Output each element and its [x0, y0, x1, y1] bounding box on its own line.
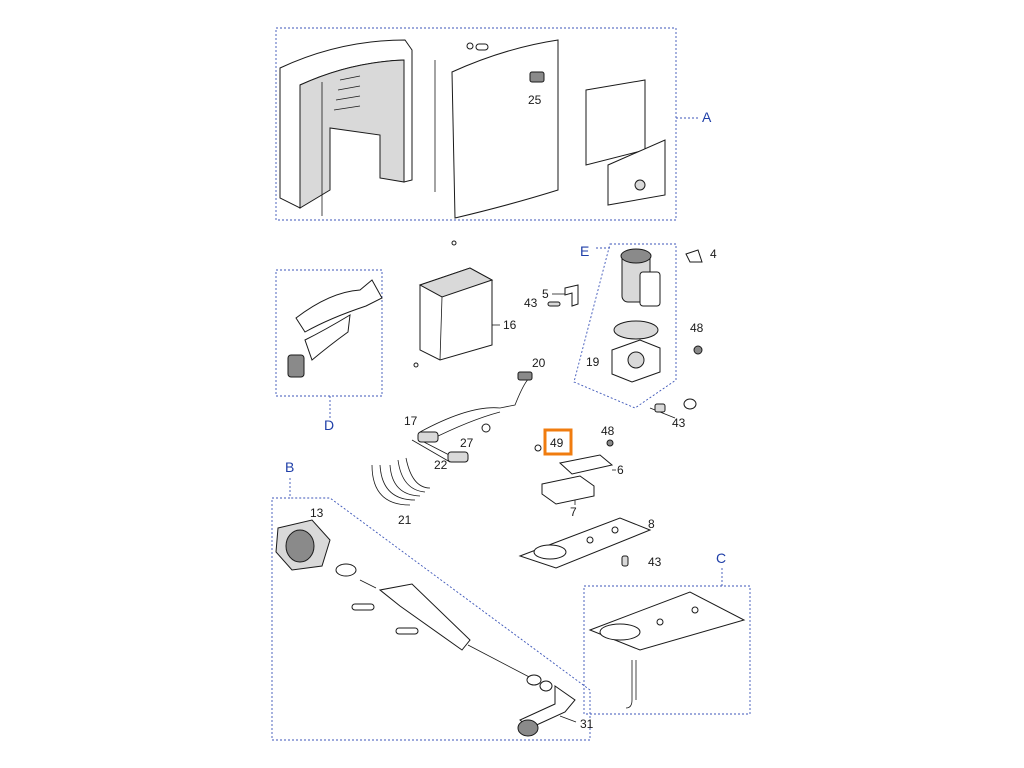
callout-5: 5 — [542, 287, 549, 301]
bracket-7 — [541, 475, 595, 505]
callout-48-right: 48 — [690, 321, 704, 335]
callout-8: 8 — [648, 517, 655, 531]
control-box-group: 16 — [413, 240, 517, 368]
section-label-a: A — [702, 109, 712, 125]
bracket-5-group: 5 43 — [524, 284, 579, 310]
callout-6: 6 — [617, 463, 624, 477]
callout-49: 49 — [550, 436, 564, 450]
bracket-6 — [558, 454, 614, 475]
base-plate-8 — [518, 517, 652, 569]
cover-front-panel — [451, 39, 559, 219]
section-d-frame — [275, 269, 383, 418]
highlight-box-49 — [543, 428, 573, 456]
section-e-group: E 4 19 48 — [573, 243, 717, 409]
section-label-e: E — [580, 243, 589, 259]
wiring-group: 20 17 27 22 21 — [371, 356, 546, 527]
section-c-group: C — [583, 550, 751, 715]
callout-20: 20 — [532, 356, 546, 370]
callout-13: 13 — [310, 506, 324, 520]
lock-part — [529, 71, 545, 83]
callout-48-mid: 48 — [601, 424, 615, 438]
mounting-brackets-group: 48 49 6 7 8 43 — [518, 424, 662, 569]
section-a-group: 25 A — [275, 27, 712, 221]
callout-43-mid: 43 — [672, 416, 686, 430]
section-b-frame — [271, 478, 591, 741]
callout-22: 22 — [434, 458, 448, 472]
section-e-frame — [573, 243, 677, 409]
callout-16: 16 — [503, 318, 517, 332]
callout-4: 4 — [710, 247, 717, 261]
section-label-d: D — [324, 417, 334, 433]
section-d-group: D — [275, 269, 383, 433]
callout-27: 27 — [460, 436, 474, 450]
section-label-b: B — [285, 459, 294, 475]
section-a-frame — [275, 27, 698, 221]
callout-19: 19 — [586, 355, 600, 369]
callout-25: 25 — [528, 93, 542, 107]
small-bracket — [564, 284, 579, 307]
section-c-frame — [583, 568, 751, 715]
callout-21: 21 — [398, 513, 412, 527]
anchor-bolt — [625, 660, 633, 709]
section-b-group: B 13 31 — [271, 459, 594, 741]
section-label-c: C — [716, 550, 726, 566]
release-lever — [295, 279, 383, 333]
release-shaft — [378, 583, 471, 651]
callout-7: 7 — [570, 505, 577, 519]
callout-43-low: 43 — [648, 555, 662, 569]
callout-43-top: 43 — [524, 296, 538, 310]
callout-31: 31 — [580, 717, 594, 731]
foundation-plate — [588, 591, 746, 651]
fittings-group: 43 — [649, 398, 697, 430]
callout-17: 17 — [404, 414, 418, 428]
cable-harness — [419, 377, 531, 433]
